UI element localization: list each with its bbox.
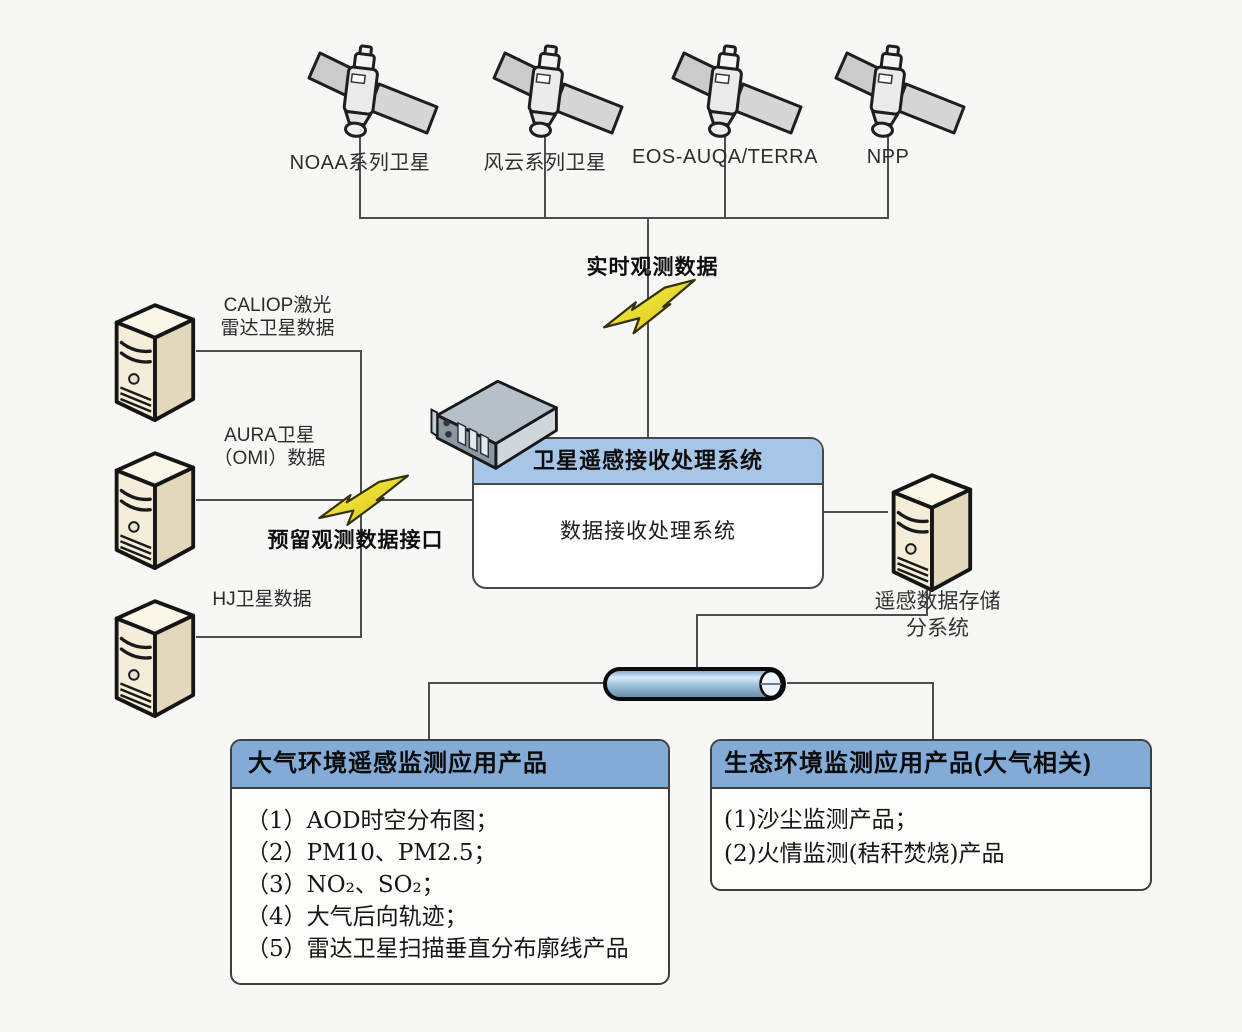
connector-line (647, 217, 649, 438)
realtime-data-label: 实时观测数据 (586, 256, 719, 279)
source-label-hj: HJ卫星数据 (187, 588, 337, 611)
connector-line (544, 134, 546, 219)
atmos-products-box: 大气环境遥感监测应用产品 （1）AOD时空分布图； （2）PM10、PM2.5；… (230, 739, 670, 985)
storage-system-label: 遥感数据存储 分系统 (845, 588, 1030, 642)
product-item: （5）雷达卫星扫描垂直分布廓线产品 (246, 936, 629, 962)
source-label-line: HJ卫星数据 (212, 589, 312, 610)
satellite-icon (302, 38, 442, 153)
connector-line (428, 682, 605, 684)
satellite-label-noaa: NOAA系列卫星 (289, 152, 431, 174)
product-item: （1）AOD时空分布图； (246, 808, 499, 834)
product-item: （4）大气后向轨迹； (246, 904, 468, 930)
receiving-system-box: 卫星遥感接收处理系统 数据接收处理系统 (472, 437, 824, 589)
connector-line (887, 134, 889, 219)
lightning-bolt-icon (596, 278, 705, 341)
source-label-aura: AURA卫星 （OMI）数据 (192, 424, 347, 470)
connector-line (823, 511, 888, 513)
product-item: （2）PM10、PM2.5； (246, 840, 497, 866)
atmos-products-header: 大气环境遥感监测应用产品 (232, 741, 668, 789)
server-tower-icon (882, 458, 978, 592)
data-pipe-icon (603, 667, 786, 701)
reserved-interface-label: 预留观测数据接口 (267, 529, 444, 552)
product-item: (2)火情监测(秸秆焚烧)产品 (724, 841, 1005, 867)
source-label-line: AURA卫星 (224, 425, 315, 446)
connector-line (932, 682, 934, 740)
connector-line (196, 636, 362, 638)
storage-label-line: 分系统 (906, 617, 969, 640)
source-label-line: 雷达卫星数据 (220, 318, 335, 339)
storage-label-line: 遥感数据存储 (874, 590, 1001, 613)
rack-server-icon (430, 379, 558, 470)
satellite-label-npp: NPP (866, 146, 910, 168)
server-tower-icon (105, 436, 201, 570)
receiving-system-header: 卫星遥感接收处理系统 (474, 439, 822, 485)
connector-line (926, 580, 928, 616)
satellite-icon (666, 38, 806, 153)
source-label-line: （OMI）数据 (213, 448, 326, 469)
connector-line (196, 499, 473, 501)
satellite-icon (487, 38, 627, 153)
connector-line (428, 682, 430, 740)
satellite-label-fengyun: 风云系列卫星 (483, 152, 607, 174)
connector-line (696, 614, 928, 616)
product-item: （3）NO₂、SO₂； (246, 872, 445, 898)
connector-line (724, 134, 726, 219)
receiving-system-body: 数据接收处理系统 (560, 520, 736, 543)
connector-line (696, 614, 698, 668)
connector-bus-line (359, 217, 889, 219)
connector-line (196, 350, 361, 352)
product-item: (1)沙尘监测产品； (724, 807, 918, 833)
server-tower-icon (105, 288, 201, 422)
satellite-icon (829, 38, 969, 153)
satellite-label-eos: EOS-AUQA/TERRA (632, 146, 818, 168)
eco-products-header: 生态环境监测应用产品(大气相关) (712, 741, 1150, 789)
source-label-caliop: CALIOP激光 雷达卫星数据 (200, 294, 355, 340)
source-label-line: CALIOP激光 (223, 295, 332, 316)
lightning-bolt-icon (310, 473, 417, 530)
eco-products-box: 生态环境监测应用产品(大气相关) (1)沙尘监测产品； (2)火情监测(秸秆焚烧… (710, 739, 1152, 891)
connector-line (787, 682, 934, 684)
connector-line (359, 134, 361, 219)
